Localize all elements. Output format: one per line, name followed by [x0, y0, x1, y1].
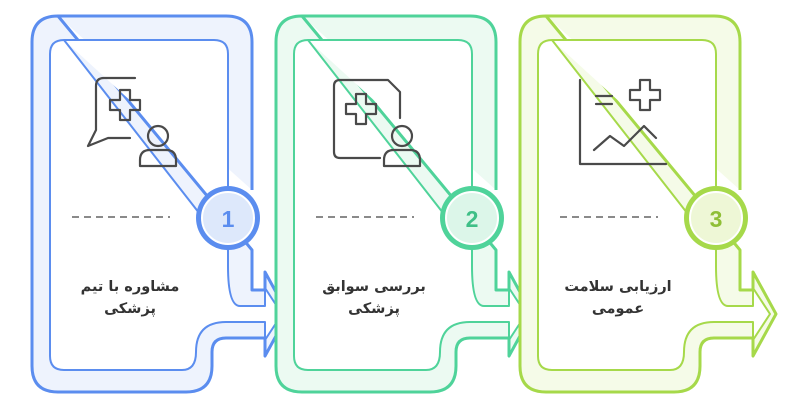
step-3-number-badge: 3 [684, 186, 748, 250]
step-2-number: 2 [466, 206, 479, 232]
step-2-number-badge: 2 [440, 186, 504, 250]
health-chart-icon [578, 78, 668, 166]
step-2-label-line-1: بررسی سوابق [322, 279, 426, 295]
step-3-band [518, 14, 778, 394]
step-1-number-badge: 1 [196, 186, 260, 250]
step-3-label-line-2: عمومی [591, 301, 645, 317]
step-2-label: بررسی سوابق پزشکی [299, 276, 449, 320]
step-3-label-line-1: ارزیابی سلامت [564, 279, 672, 295]
step-1-number: 1 [222, 206, 235, 232]
step-1-label-line-2: پزشکی [104, 301, 156, 317]
step-1-label: مشاوره با تیم پزشکی [55, 276, 205, 320]
medical-record-user-icon [332, 78, 422, 168]
step-3-number: 3 [710, 206, 723, 232]
step-3-label: ارزیابی سلامت عمومی [543, 276, 693, 320]
speech-bubble-medical-user-icon [86, 76, 178, 168]
step-2-band [274, 14, 534, 394]
step-1-label-line-1: مشاوره با تیم [80, 279, 180, 295]
step-2-label-line-2: پزشکی [348, 301, 400, 317]
